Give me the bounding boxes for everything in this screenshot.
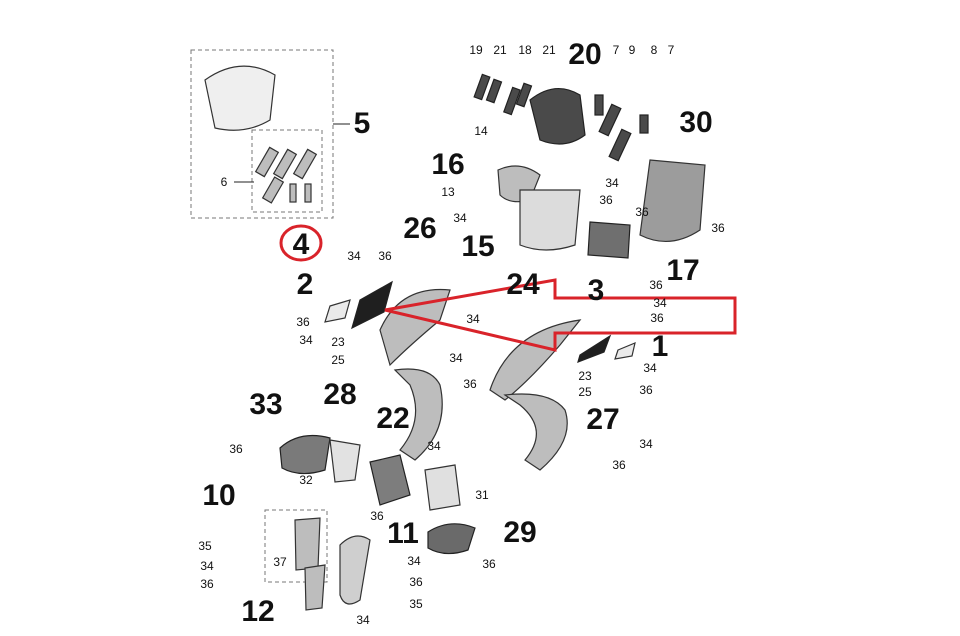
part-label-4: 4 — [293, 228, 310, 261]
part-label-36: 36 — [650, 311, 664, 325]
part-label-34: 34 — [347, 249, 361, 263]
part-label-18: 18 — [518, 43, 532, 57]
part-label-34: 34 — [407, 554, 421, 568]
emblem-part-2 — [324, 299, 351, 323]
part-label-19: 19 — [469, 43, 483, 57]
part-label-26: 26 — [403, 212, 436, 245]
part-label-36: 36 — [711, 221, 725, 235]
part-label-11: 11 — [387, 517, 419, 550]
part-label-36: 36 — [409, 575, 423, 589]
highlight-arrow — [384, 278, 737, 352]
part-label-36: 36 — [649, 278, 663, 292]
part-label-15: 15 — [461, 230, 494, 263]
part-label-34: 34 — [453, 211, 467, 225]
part-label-36: 36 — [599, 193, 613, 207]
part-label-8: 8 — [651, 43, 658, 57]
part-label-36: 36 — [635, 205, 649, 219]
part-label-23: 23 — [578, 369, 592, 383]
inner-panel-part-28 — [393, 368, 443, 461]
part-label-31: 31 — [475, 488, 489, 502]
side-panel-part-3 — [577, 334, 612, 363]
part-label-27: 27 — [586, 403, 619, 436]
part-label-36: 36 — [229, 442, 243, 456]
part-label-21: 21 — [493, 43, 507, 57]
part-label-33: 33 — [249, 388, 282, 421]
fender-part-29 — [427, 523, 476, 555]
part-label-1: 1 — [652, 330, 669, 363]
part-label-36: 36 — [200, 577, 214, 591]
fender-part-33 — [279, 435, 331, 475]
part-label-36: 36 — [612, 458, 626, 472]
group-box-10 — [264, 509, 328, 583]
panel-part-37 — [294, 517, 321, 571]
part-label-30: 30 — [679, 106, 712, 139]
part-label-34: 34 — [605, 176, 619, 190]
part-label-34: 34 — [449, 351, 463, 365]
part-label-13: 13 — [441, 185, 455, 199]
front-panel-part-30 — [639, 159, 706, 243]
part-label-14: 14 — [474, 124, 488, 138]
part-label-22: 22 — [376, 402, 409, 435]
inner-part-11 — [339, 535, 371, 605]
part-label-7: 7 — [613, 43, 620, 57]
part-label-3: 3 — [588, 274, 605, 307]
frame-part-15 — [519, 189, 581, 251]
part-label-17: 17 — [666, 254, 699, 287]
headlight-part-20 — [529, 88, 586, 145]
part-label-20: 20 — [568, 38, 601, 71]
bracket-group-box — [251, 129, 323, 213]
part-label-36: 36 — [370, 509, 384, 523]
part-label-23: 23 — [331, 335, 345, 349]
part-label-36: 36 — [378, 249, 392, 263]
inner-panel-part-27 — [503, 393, 568, 471]
windshield-part — [204, 65, 276, 131]
top-small-parts — [473, 73, 649, 162]
part-label-24: 24 — [506, 268, 540, 301]
side-cover-part-24 — [489, 319, 582, 401]
part-label-25: 25 — [578, 385, 592, 399]
panel-part-12 — [304, 564, 326, 611]
part-label-35: 35 — [409, 597, 423, 611]
bracket-parts — [254, 146, 318, 204]
windshield-group-box — [190, 49, 334, 219]
part-label-29: 29 — [503, 516, 536, 549]
part-label-36: 36 — [639, 383, 653, 397]
part-label-34: 34 — [200, 559, 214, 573]
highlight-circle — [279, 224, 323, 262]
part-label-32: 32 — [299, 473, 313, 487]
part-label-34: 34 — [653, 296, 667, 310]
part-label-6: 6 — [221, 175, 228, 189]
part-label-25: 25 — [331, 353, 345, 367]
part-label-28: 28 — [323, 378, 356, 411]
part-label-34: 34 — [299, 333, 313, 347]
part-label-2: 2 — [297, 268, 314, 301]
part-label-34: 34 — [427, 439, 441, 453]
part-label-34: 34 — [466, 312, 480, 326]
part-label-5: 5 — [354, 107, 371, 140]
part-label-9: 9 — [629, 43, 636, 57]
part-label-36: 36 — [296, 315, 310, 329]
part-label-34: 34 — [639, 437, 653, 451]
part-label-36: 36 — [463, 377, 477, 391]
emblem-part-1 — [614, 342, 636, 360]
part-label-35: 35 — [198, 539, 212, 553]
grill-part-17 — [587, 221, 631, 259]
step-part-22 — [369, 454, 411, 506]
side-panel-part-4 — [351, 280, 393, 330]
part-label-21: 21 — [542, 43, 556, 57]
panel-part-31 — [424, 464, 461, 511]
part-label-36: 36 — [482, 557, 496, 571]
part-label-37: 37 — [273, 555, 287, 569]
part-label-10: 10 — [202, 479, 235, 512]
part-label-7: 7 — [668, 43, 675, 57]
part-label-34: 34 — [356, 613, 370, 627]
part-label-16: 16 — [431, 148, 464, 181]
panel-part-32 — [329, 439, 361, 483]
part-label-12: 12 — [241, 595, 274, 628]
part-label-34: 34 — [643, 361, 657, 375]
